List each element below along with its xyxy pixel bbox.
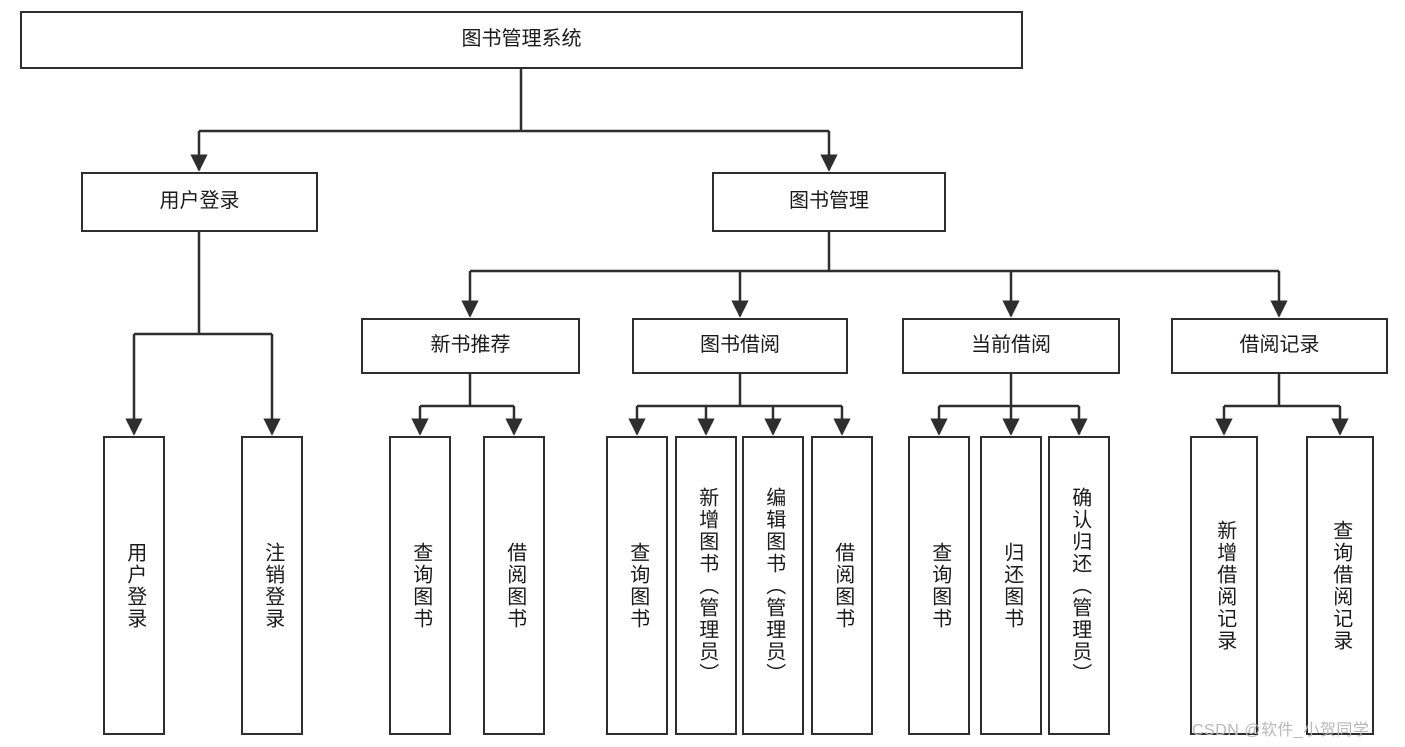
node-current-borrow[interactable]: 当前借阅 bbox=[902, 318, 1120, 374]
node-new-book-recommend[interactable]: 新书推荐 bbox=[361, 318, 580, 374]
leaf-query-borrow-record[interactable]: 查询借阅记录 bbox=[1306, 436, 1374, 735]
node-borrow-record[interactable]: 借阅记录 bbox=[1171, 318, 1388, 374]
leaf-label: 编辑图书（管理员） bbox=[762, 486, 785, 685]
node-root-system[interactable]: 图书管理系统 bbox=[20, 11, 1023, 69]
leaf-label: 查询图书 bbox=[626, 541, 649, 630]
leaf-borrow-book-1[interactable]: 借阅图书 bbox=[483, 436, 545, 735]
leaf-label: 确认归还（管理员） bbox=[1068, 486, 1091, 685]
leaf-logout[interactable]: 注销登录 bbox=[241, 436, 303, 735]
leaf-label: 查询图书 bbox=[928, 541, 951, 630]
leaf-query-book-1[interactable]: 查询图书 bbox=[389, 436, 451, 735]
csdn-watermark: CSDN @软件_小贺同学 bbox=[1192, 722, 1370, 739]
leaf-borrow-book-2[interactable]: 借阅图书 bbox=[811, 436, 873, 735]
leaf-label: 借阅图书 bbox=[831, 541, 854, 630]
leaf-label: 新增图书（管理员） bbox=[695, 486, 718, 685]
leaf-add-borrow-record[interactable]: 新增借阅记录 bbox=[1190, 436, 1258, 735]
leaf-label: 注销登录 bbox=[261, 541, 284, 630]
leaf-label: 新增借阅记录 bbox=[1213, 519, 1236, 652]
leaf-query-book-2[interactable]: 查询图书 bbox=[606, 436, 668, 735]
leaf-label: 用户登录 bbox=[123, 541, 146, 630]
leaf-add-book-admin[interactable]: 新增图书（管理员） bbox=[675, 436, 737, 735]
leaf-label: 查询借阅记录 bbox=[1329, 519, 1352, 652]
leaf-label: 借阅图书 bbox=[503, 541, 526, 630]
leaf-label: 查询图书 bbox=[409, 541, 432, 630]
node-book-management[interactable]: 图书管理 bbox=[712, 172, 946, 232]
leaf-edit-book-admin[interactable]: 编辑图书（管理员） bbox=[742, 436, 804, 735]
leaf-return-book[interactable]: 归还图书 bbox=[980, 436, 1042, 735]
node-book-borrow[interactable]: 图书借阅 bbox=[632, 318, 848, 374]
leaf-user-login[interactable]: 用户登录 bbox=[103, 436, 165, 735]
leaf-label: 归还图书 bbox=[1000, 541, 1023, 630]
leaf-confirm-return-admin[interactable]: 确认归还（管理员） bbox=[1048, 436, 1110, 735]
leaf-query-book-3[interactable]: 查询图书 bbox=[908, 436, 970, 735]
node-user-login[interactable]: 用户登录 bbox=[81, 172, 318, 232]
